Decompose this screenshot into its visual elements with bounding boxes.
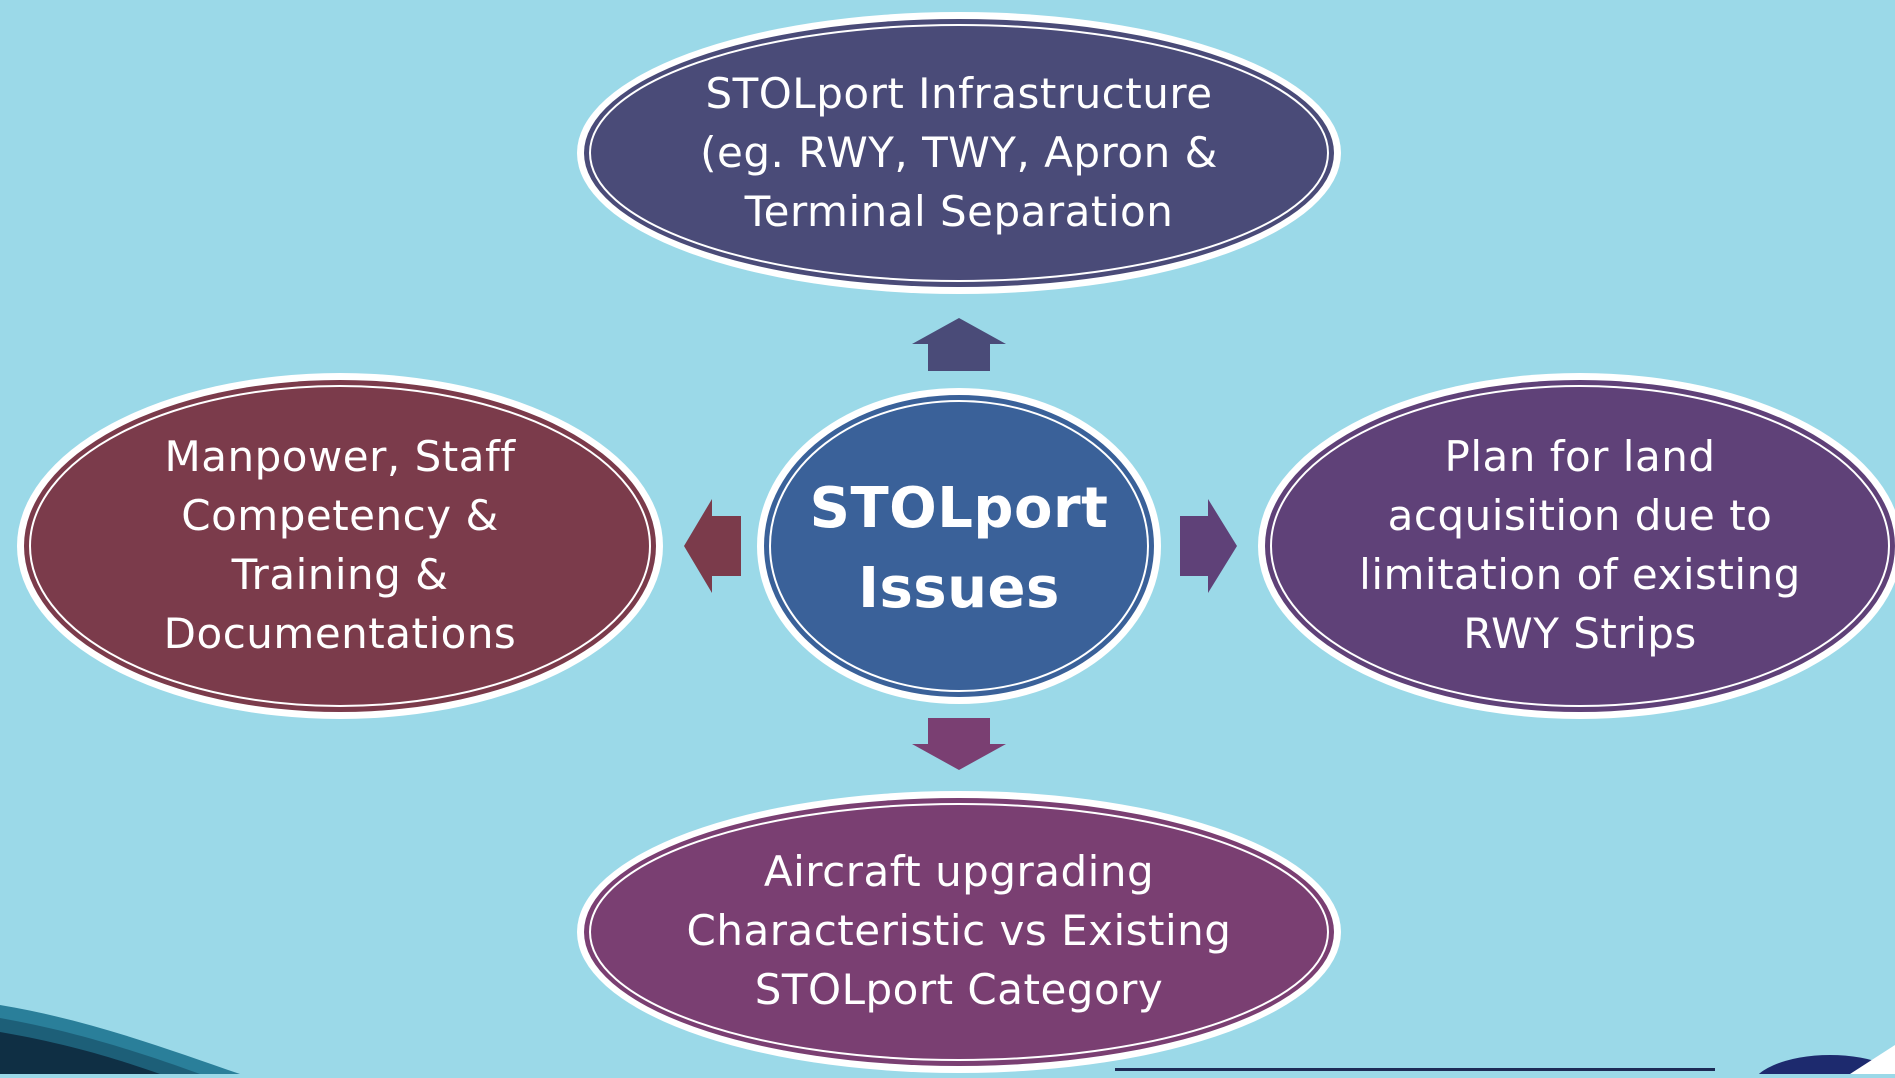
corner-swoosh-decoration (0, 1005, 240, 1074)
node-top-fill (584, 19, 1334, 287)
node-center (757, 388, 1161, 704)
node-right (1258, 373, 1895, 719)
arrow-up-icon (912, 318, 1006, 371)
logo-fragment-decoration (1115, 1045, 1895, 1078)
center-label: STOLport Issues (809, 476, 1109, 621)
arrow-down-icon (912, 718, 1006, 770)
node-left-label: Manpower, Staff Competency & Training & … (163, 432, 517, 658)
node-left (17, 373, 663, 719)
node-right-fill (1265, 380, 1895, 712)
node-right-label: Plan for land acquisition due to limitat… (1359, 432, 1801, 658)
arrow-left-icon (684, 499, 741, 593)
node-bottom (577, 791, 1341, 1073)
node-center-fill (764, 395, 1154, 697)
node-bottom-label: Aircraft upgrading Characteristic vs Exi… (686, 846, 1232, 1014)
node-bottom-fill (584, 798, 1334, 1066)
arrow-right-icon (1180, 499, 1237, 593)
node-left-fill (24, 380, 656, 712)
node-top (577, 12, 1341, 294)
node-top-label: STOLport Infrastructure (eg. RWY, TWY, A… (700, 68, 1218, 236)
